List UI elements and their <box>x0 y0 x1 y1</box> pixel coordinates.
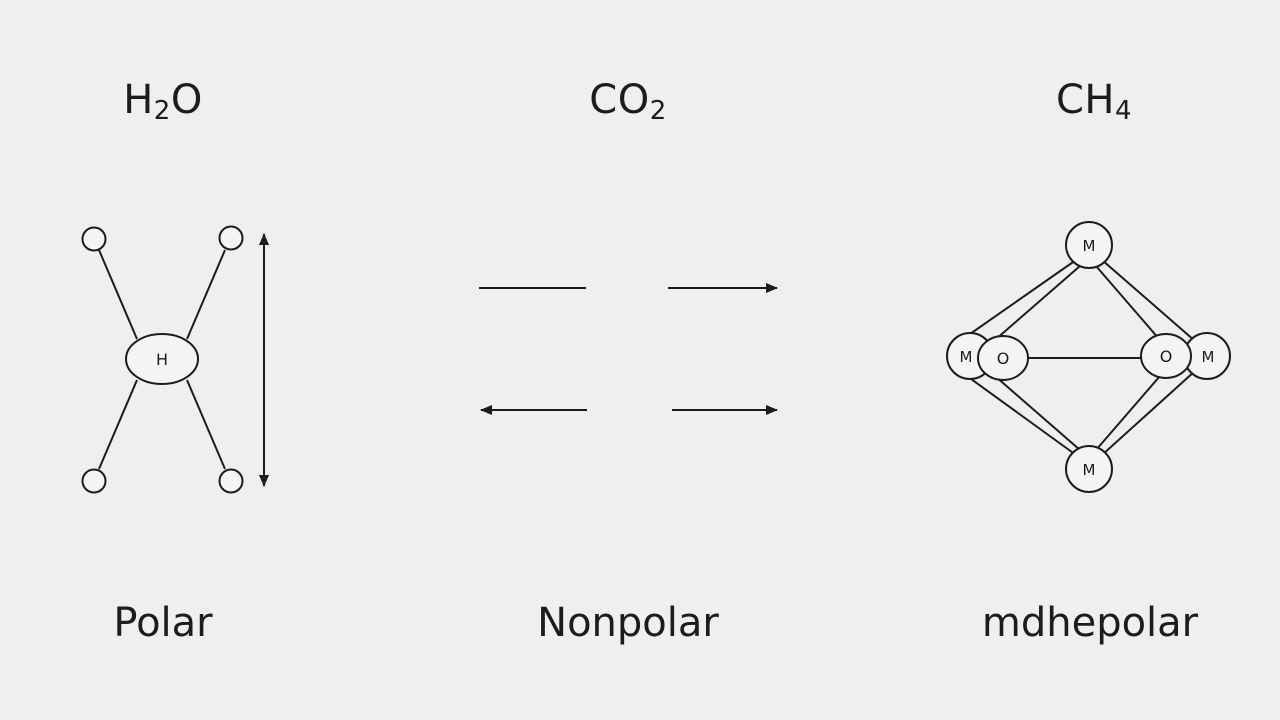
ch4-atom-top-label: M <box>1083 237 1096 255</box>
water-atom-center <box>125 333 199 385</box>
water-formula-subscript: 2 <box>153 96 171 126</box>
carbon-dioxide-formula: CO2 <box>589 76 666 124</box>
ch4-bond-top-right-outer <box>1101 259 1196 342</box>
ch4-bond-top-left-outer <box>959 259 1077 342</box>
water-atom-top-right <box>218 225 244 251</box>
ch4-atom-top <box>1065 221 1113 269</box>
ch4-atom-bottom <box>1065 445 1113 493</box>
methane-structure <box>946 221 1231 493</box>
water-formula-tail: O <box>170 77 203 123</box>
ch4-bond-bottom-left-outer <box>959 370 1077 456</box>
water-bond-top-right <box>186 249 226 340</box>
carbon-dioxide-polarity-label: Nonpolar <box>537 600 719 646</box>
ch4-atom-right-inner-label: O <box>1160 347 1173 366</box>
ch4-atom-right-inner <box>1140 333 1192 379</box>
ch4-bond-top-left-inner <box>994 265 1081 341</box>
water-atom-top-left <box>81 226 107 252</box>
ch4-bond-top-right-inner <box>1095 265 1161 341</box>
ch4-bond-bottom-right-inner <box>1095 375 1161 451</box>
water-atom-bottom-left <box>81 468 107 494</box>
water-bond-bottom-right <box>186 379 226 470</box>
water-structure <box>81 225 269 494</box>
water-bond-top-left <box>98 249 138 340</box>
methane-formula-subscript: 4 <box>1114 96 1133 126</box>
water-formula-main: H <box>123 77 154 123</box>
carbon-dioxide-structure <box>479 283 778 415</box>
methane-polarity-label: mdhepolar <box>981 600 1199 646</box>
methane-formula-main: CH <box>1055 77 1115 123</box>
ch4-bond-bottom-left-inner <box>994 375 1081 451</box>
carbon-dioxide-formula-main: CO <box>589 77 650 123</box>
water-polarity-label: Polar <box>113 600 213 646</box>
ch4-atom-left-inner-label: O <box>997 349 1010 368</box>
water-atom-bottom-right <box>218 468 244 494</box>
water-atom-center-label: H <box>156 350 168 369</box>
water-bond-bottom-left <box>98 379 138 470</box>
ch4-atom-left-outer-label: M <box>960 348 973 366</box>
ch4-bond-bottom-right-outer <box>1101 370 1196 456</box>
ch4-atom-right-outer-label: M <box>1202 348 1215 366</box>
carbon-dioxide-formula-subscript: 2 <box>649 96 667 126</box>
ch4-atom-bottom-label: M <box>1083 461 1096 479</box>
methane-formula: CH4 <box>1056 76 1132 124</box>
ch4-atom-left-inner <box>977 335 1029 381</box>
water-formula: H2O <box>123 76 203 124</box>
